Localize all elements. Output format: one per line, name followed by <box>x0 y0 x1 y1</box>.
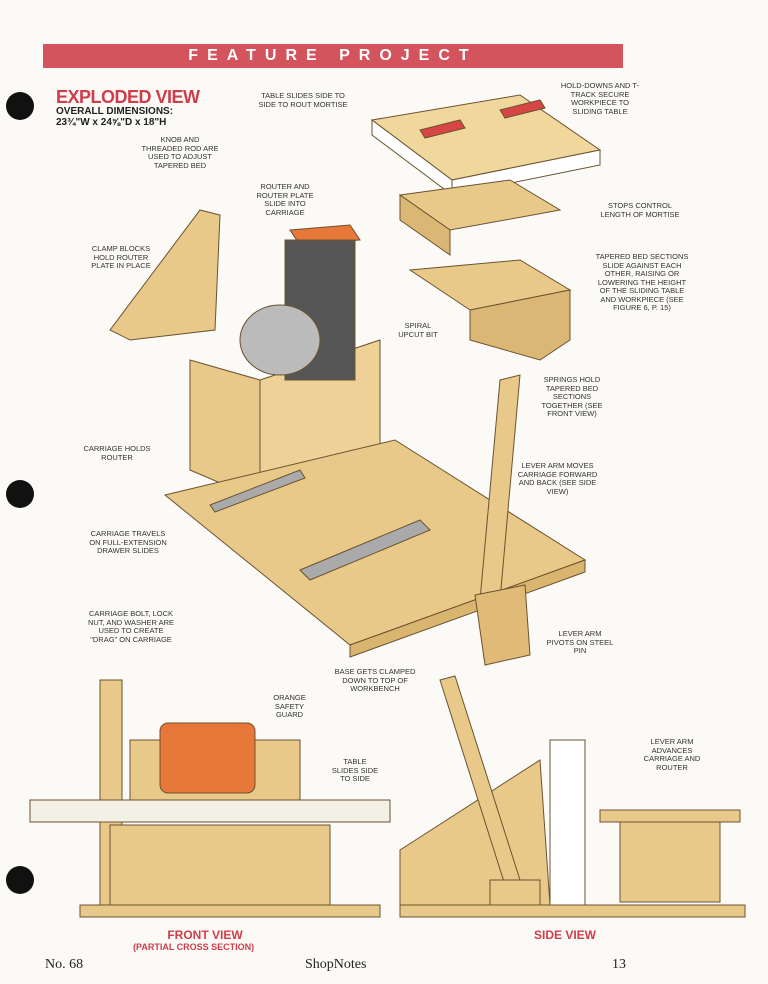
binder-hole <box>6 480 34 508</box>
label-lever-pivots: LEVER ARM PIVOTS ON STEEL PIN <box>546 629 614 655</box>
label-carriage-travels: CARRIAGE TRAVELS ON FULL-EXTENSION DRAWE… <box>89 529 167 555</box>
router <box>239 304 321 376</box>
label-springs: SPRINGS HOLD TAPERED BED SECTIONS TOGETH… <box>541 375 603 418</box>
lever-block <box>474 584 531 666</box>
section-banner: FEATURE PROJECT <box>43 44 623 68</box>
exploded-view-title: EXPLODED VIEW <box>56 87 200 107</box>
label-table-slides: TABLE SLIDES SIDE TO SIDE TO ROUT MORTIS… <box>258 91 348 109</box>
safety-guard <box>159 722 256 794</box>
dims-label: OVERALL DIMENSIONS: <box>56 106 174 117</box>
drawer-slide <box>209 469 306 513</box>
label-router-plate: ROUTER AND ROUTER PLATE SLIDE INTO CARRI… <box>256 182 314 217</box>
label-lever-arm-moves: LEVER ARM MOVES CARRIAGE FORWARD AND BAC… <box>517 461 598 496</box>
label-knob: KNOB AND THREADED ROD ARE USED TO ADJUST… <box>141 135 219 170</box>
label-base: BASE GETS CLAMPED DOWN TO TOP OF WORKBEN… <box>334 667 416 693</box>
drawer-slide <box>299 519 431 581</box>
page-number: 13 <box>612 957 626 972</box>
label-carriage-bolt: CARRIAGE BOLT, LOCK NUT, AND WASHER ARE … <box>88 609 174 644</box>
front-view-subcaption: (PARTIAL CROSS SECTION) <box>133 942 255 952</box>
side-view-base <box>399 904 746 918</box>
magazine-name: ShopNotes <box>305 957 367 972</box>
label-table-slides-front: TABLE SLIDES SIDE TO SIDE <box>331 757 379 783</box>
label-lever-advances: LEVER ARM ADVANCES CARRIAGE AND ROUTER <box>643 737 701 772</box>
label-carriage: CARRIAGE HOLDS ROUTER <box>83 444 151 462</box>
clamp-block <box>109 209 221 341</box>
front-view-frame <box>79 904 381 918</box>
label-clamp-blocks: CLAMP BLOCKS HOLD ROUTER PLATE IN PLACE <box>91 244 151 270</box>
label-spiral-bit: SPIRAL UPCUT BIT <box>398 321 438 339</box>
label-orange-guard: ORANGE SAFETY GUARD <box>273 693 306 719</box>
dims-value: 23¾"W x 24⅝"D x 18"H <box>56 117 167 128</box>
hold-down <box>499 99 546 119</box>
side-view-caption: SIDE VIEW <box>533 928 596 942</box>
binder-hole <box>6 866 34 894</box>
hold-down <box>419 119 466 139</box>
label-tapered-bed: TAPERED BED SECTIONS SLIDE AGAINST EACH … <box>595 252 689 312</box>
issue-number: No. 68 <box>45 957 84 972</box>
sliding-table-front <box>29 799 391 823</box>
front-view-caption: FRONT VIEW <box>167 928 243 942</box>
label-hold-downs: HOLD-DOWNS AND T-TRACK SECURE WORKPIECE … <box>560 81 640 116</box>
binder-hole <box>6 92 34 120</box>
label-stops: STOPS CONTROL LENGTH OF MORTISE <box>600 201 680 219</box>
overall-dimensions: OVERALL DIMENSIONS:23¾"W x 24⅝"D x 18"H <box>56 106 173 128</box>
